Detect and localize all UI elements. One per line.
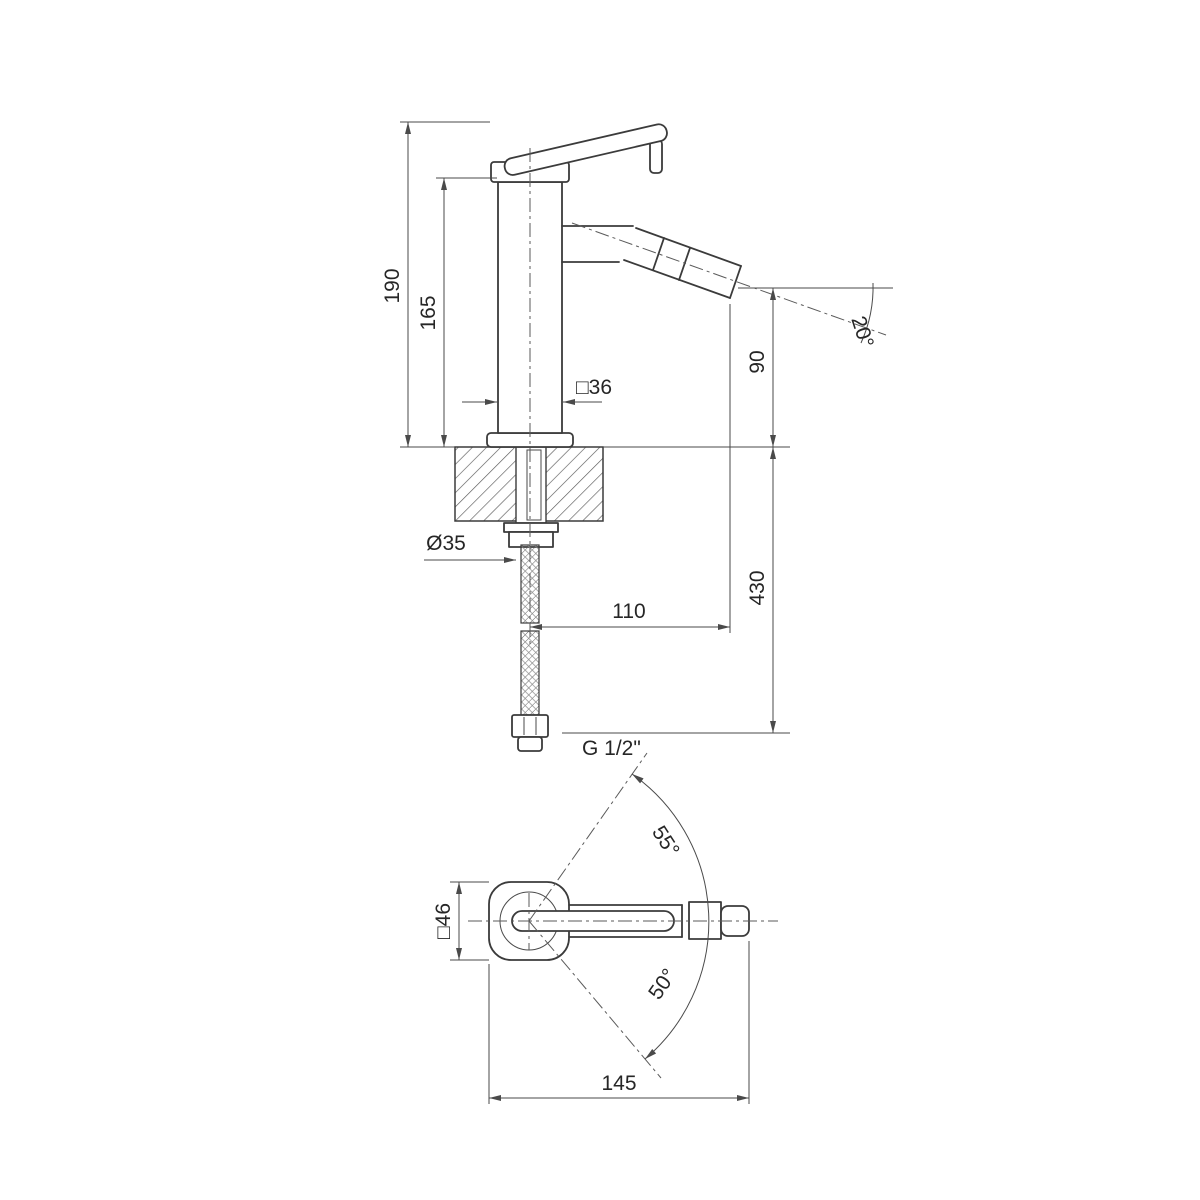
hose-end-fitting	[511, 714, 549, 752]
dim-label-total-height: 190	[381, 268, 404, 303]
swing-line-upper	[528, 752, 648, 922]
arc-spout-angle	[860, 282, 874, 344]
hose-nut	[511, 714, 549, 738]
aerator-tip-face	[729, 265, 742, 299]
lever-bar	[503, 123, 668, 176]
dim-label-spout-height: 90	[746, 350, 769, 373]
dim-label-body-square: □46	[432, 903, 455, 939]
dim-label-swing-lower: 50°	[644, 965, 681, 1004]
spout-axis-centerline	[571, 222, 887, 336]
dim-label-hole-diameter: Ø35	[426, 532, 466, 555]
front-dimensions: 190 165 □36 20° 90 430 110	[381, 121, 893, 760]
lever-end	[649, 139, 663, 174]
mounting-washer	[503, 522, 559, 533]
top-dimensions: □46 145	[432, 881, 750, 1104]
faucet-top	[468, 881, 778, 961]
arc-lever-swing	[631, 773, 710, 1060]
aerator-top-edge	[635, 227, 742, 267]
dim-label-swing-upper: 55°	[647, 822, 684, 861]
faucet-lever	[503, 123, 668, 176]
dim-label-spout-angle: 20°	[846, 313, 878, 350]
dim-label-body-height: 165	[417, 295, 440, 330]
dim-label-body-width: □36	[576, 376, 612, 399]
faucet-spout	[561, 225, 742, 299]
aerator-bottom-edge	[623, 259, 731, 299]
hose-collar	[517, 736, 543, 752]
faucet-front	[486, 123, 887, 645]
dim-label-connection-thread: G 1/2"	[582, 737, 641, 760]
swing-line-lower	[528, 920, 662, 1079]
aerator-ring	[678, 247, 691, 281]
countertop-section	[454, 446, 604, 548]
front-view: 190 165 □36 20° 90 430 110	[381, 121, 893, 760]
aerator-ring	[652, 237, 665, 271]
mounting-stud	[526, 449, 542, 521]
dim-label-overall-length: 145	[601, 1072, 636, 1095]
top-view: 55° 50° □46 145	[432, 752, 778, 1104]
dim-label-hose-length: 430	[746, 570, 769, 605]
dim-label-spout-reach: 110	[612, 600, 645, 623]
